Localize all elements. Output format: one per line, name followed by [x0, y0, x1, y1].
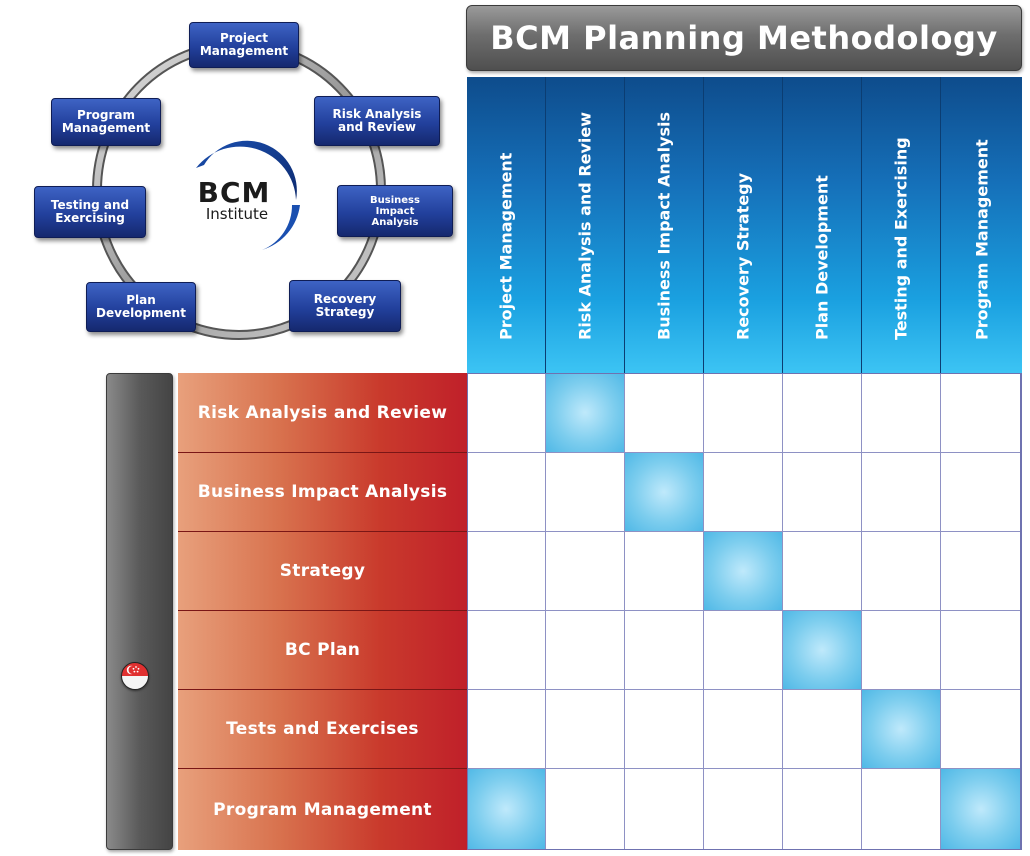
grid-cell: [783, 690, 862, 769]
cycle-node-plan-development: Plan Development: [86, 282, 196, 332]
row-header-strategy: Strategy: [178, 532, 467, 611]
cycle-node-testing-exercising: Testing and Exercising: [34, 186, 146, 238]
grid-cell: [862, 373, 941, 453]
column-header-label: Plan Development: [812, 175, 832, 340]
column-header-program-management: Program Management: [941, 77, 1022, 373]
grid-cell: [783, 453, 862, 532]
singapore-flag-icon: [121, 662, 149, 690]
column-header-risk-analysis-review: Risk Analysis and Review: [546, 77, 625, 373]
bcm-cycle-diagram: BCM Institute Project Management Risk An…: [0, 0, 470, 370]
cycle-node-label: Program Management: [61, 108, 151, 135]
mapping-grid: [467, 373, 1022, 850]
cycle-node-label: Business Impact Analysis: [370, 194, 420, 228]
grid-cell-highlighted: [625, 453, 704, 532]
grid-cell: [546, 611, 625, 690]
logo-swoosh: [196, 140, 297, 200]
grid-cell: [862, 532, 941, 611]
grid-cell: [546, 453, 625, 532]
column-header-project-management: Project Management: [467, 77, 546, 373]
grid-cell: [625, 769, 704, 850]
row-header-label: Business Impact Analysis: [197, 482, 448, 502]
grid-cell: [862, 769, 941, 850]
row-header-bc-plan: BC Plan: [178, 611, 467, 690]
column-header-plan-development: Plan Development: [783, 77, 862, 373]
logo-bcm-text: BCM: [197, 176, 271, 209]
column-header-testing-exercising: Testing and Exercising: [862, 77, 941, 373]
grid-cell-highlighted: [862, 690, 941, 769]
column-header-label: Business Impact Analysis: [654, 111, 674, 340]
row-headers: Risk Analysis and Review Business Impact…: [178, 373, 467, 850]
standard-side-bar: [106, 373, 173, 850]
grid-cell: [862, 611, 941, 690]
grid-cell: [704, 769, 783, 850]
grid-cell: [467, 532, 546, 611]
row-header-program-management: Program Management: [178, 769, 467, 850]
cycle-node-label: Recovery Strategy: [313, 292, 377, 319]
row-header-business-impact-analysis: Business Impact Analysis: [178, 453, 467, 532]
grid-cell-highlighted: [783, 611, 862, 690]
row-header-risk-analysis-review: Risk Analysis and Review: [178, 373, 467, 453]
cycle-node-business-impact-analysis: Business Impact Analysis: [337, 185, 453, 237]
row-header-label: Tests and Exercises: [226, 719, 419, 739]
column-headers: Project Management Risk Analysis and Rev…: [467, 77, 1022, 373]
row-header-tests-exercises: Tests and Exercises: [178, 690, 467, 769]
grid-cell: [941, 690, 1022, 769]
grid-cell: [625, 373, 704, 453]
grid-cell: [704, 453, 783, 532]
grid-cell: [467, 690, 546, 769]
grid-cell: [625, 611, 704, 690]
cycle-node-program-management: Program Management: [51, 98, 161, 146]
cycle-node-project-management: Project Management: [189, 22, 299, 68]
column-header-label: Program Management: [972, 139, 991, 340]
row-header-label: Program Management: [213, 799, 432, 820]
grid-cell: [467, 453, 546, 532]
grid-cell: [862, 453, 941, 532]
row-header-label: Risk Analysis and Review: [197, 402, 448, 423]
column-header-label: Risk Analysis and Review: [575, 111, 595, 340]
cycle-node-label: Project Management: [199, 31, 289, 58]
cycle-node-recovery-strategy: Recovery Strategy: [289, 280, 401, 332]
column-header-business-impact-analysis: Business Impact Analysis: [625, 77, 704, 373]
column-header-label: Testing and Exercising: [891, 137, 911, 340]
row-header-label: BC Plan: [284, 640, 361, 660]
cycle-node-risk-analysis-review: Risk Analysis and Review: [314, 96, 440, 146]
grid-cell-highlighted: [941, 769, 1022, 850]
cycle-node-label: Testing and Exercising: [50, 198, 130, 225]
grid-cell: [783, 532, 862, 611]
grid-cell: [546, 769, 625, 850]
grid-cell: [546, 690, 625, 769]
grid-cell: [941, 453, 1022, 532]
column-header-label: Recovery Strategy: [733, 172, 753, 340]
grid-cell: [704, 611, 783, 690]
grid-cell-highlighted: [546, 373, 625, 453]
cycle-node-label: Plan Development: [96, 293, 186, 320]
column-header-recovery-strategy: Recovery Strategy: [704, 77, 783, 373]
grid-cell: [625, 690, 704, 769]
grid-cell: [783, 373, 862, 453]
grid-cell: [625, 532, 704, 611]
column-header-label: Project Management: [496, 152, 516, 340]
grid-cell: [546, 532, 625, 611]
grid-cell: [941, 611, 1022, 690]
grid-cell: [941, 532, 1022, 611]
grid-cell: [467, 373, 546, 453]
grid-cell: [704, 373, 783, 453]
grid-cell-highlighted: [704, 532, 783, 611]
grid-cell-highlighted: [467, 769, 546, 850]
grid-cell: [941, 373, 1022, 453]
grid-cell: [704, 690, 783, 769]
row-header-label: Strategy: [279, 561, 366, 581]
grid-cell: [467, 611, 546, 690]
cycle-node-label: Risk Analysis and Review: [332, 107, 422, 134]
page-title: BCM Planning Methodology: [466, 5, 1022, 71]
grid-cell: [783, 769, 862, 850]
logo-institute-text: Institute: [205, 205, 269, 223]
standard-label: SS540: [15, 530, 51, 640]
